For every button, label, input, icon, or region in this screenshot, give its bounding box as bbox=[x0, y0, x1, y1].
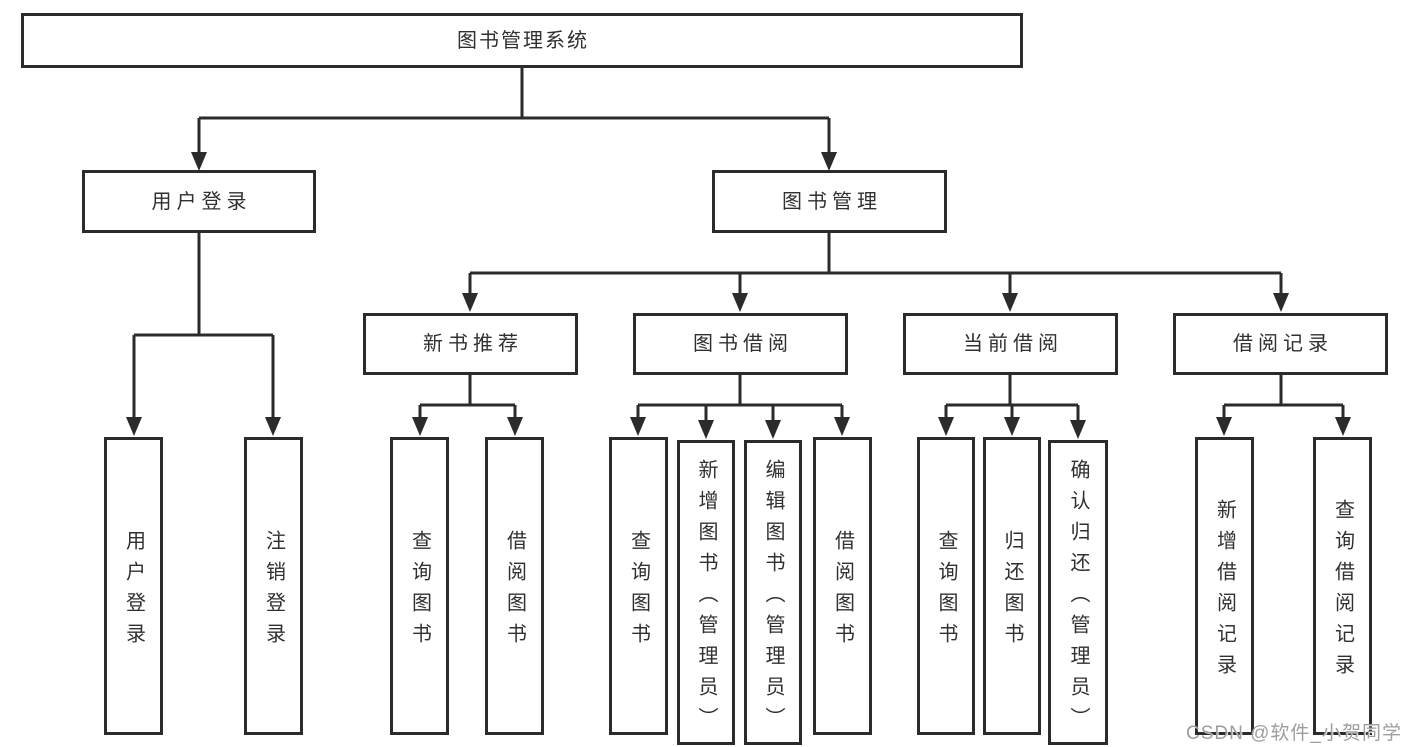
leaf-borrow-query-books: 查询图书 bbox=[609, 437, 668, 735]
leaf-label: 新增借阅记录 bbox=[1213, 498, 1236, 685]
node-book-borrow: 图书借阅 bbox=[633, 313, 848, 375]
arrowheads bbox=[126, 152, 1351, 439]
leaf-add-borrow-record: 新增借阅记录 bbox=[1195, 437, 1254, 735]
node-label: 图书管理 bbox=[782, 190, 882, 213]
node-label: 借阅记录 bbox=[1233, 333, 1333, 355]
leaf-confirm-return-admin: 确认归还（管理员） bbox=[1048, 440, 1108, 745]
leaf-label: 查询借阅记录 bbox=[1331, 498, 1354, 685]
leaf-edit-books-admin: 编辑图书（管理员） bbox=[744, 440, 802, 745]
leaf-recommend-borrow-books: 借阅图书 bbox=[485, 437, 544, 735]
leaf-label: 编辑图书（管理员） bbox=[762, 458, 784, 738]
node-label: 用户登录 bbox=[151, 190, 252, 213]
leaf-label: 查询图书 bbox=[627, 529, 650, 654]
leaf-recommend-query-books: 查询图书 bbox=[390, 437, 449, 735]
leaf-label: 用户登录 bbox=[122, 529, 145, 654]
leaf-label: 借阅图书 bbox=[503, 529, 526, 654]
node-label: 新书推荐 bbox=[423, 333, 523, 355]
leaf-label: 归还图书 bbox=[1001, 529, 1023, 654]
leaf-current-query-books: 查询图书 bbox=[917, 437, 975, 735]
node-label: 当前借阅 bbox=[963, 333, 1063, 355]
node-label: 图书管理系统 bbox=[457, 29, 589, 52]
leaf-return-books: 归还图书 bbox=[983, 437, 1041, 735]
node-new-book-recommend: 新书推荐 bbox=[363, 313, 578, 375]
leaf-label: 确认归还（管理员） bbox=[1067, 458, 1089, 738]
leaf-label: 查询图书 bbox=[935, 529, 957, 654]
csdn-watermark: CSDN @软件_小贺同学 bbox=[1186, 723, 1402, 744]
leaf-label: 注销登录 bbox=[262, 529, 285, 654]
tree-edges bbox=[132, 68, 1345, 421]
leaf-label: 借阅图书 bbox=[831, 529, 854, 654]
node-book-management: 图书管理 bbox=[712, 170, 947, 233]
node-borrow-records: 借阅记录 bbox=[1173, 313, 1388, 375]
node-user-login: 用户登录 bbox=[82, 170, 316, 233]
leaf-query-borrow-record: 查询借阅记录 bbox=[1313, 437, 1372, 735]
leaf-label: 查询图书 bbox=[408, 529, 431, 654]
leaf-add-books-admin: 新增图书（管理员） bbox=[677, 440, 735, 745]
leaf-label: 新增图书（管理员） bbox=[695, 458, 717, 738]
node-label: 图书借阅 bbox=[693, 333, 793, 355]
leaf-borrow-books: 借阅图书 bbox=[813, 437, 872, 735]
node-library-management-system: 图书管理系统 bbox=[21, 13, 1023, 68]
node-current-borrow: 当前借阅 bbox=[903, 313, 1118, 375]
leaf-logout: 注销登录 bbox=[244, 437, 303, 735]
leaf-user-login: 用户登录 bbox=[104, 437, 163, 735]
